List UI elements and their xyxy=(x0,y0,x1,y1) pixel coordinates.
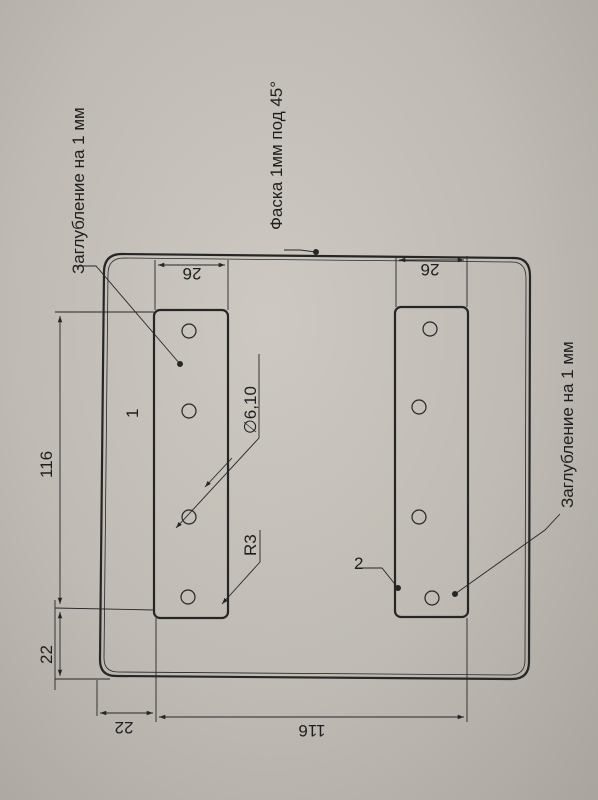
leader-recess-bottom xyxy=(454,513,561,595)
radius-label: R3 xyxy=(241,534,260,556)
hole xyxy=(180,589,196,605)
dim-22-left: 22 xyxy=(37,645,56,664)
hole xyxy=(411,509,427,525)
dim-116-left: 116 xyxy=(37,451,56,478)
dim-116-bottom: 116 xyxy=(298,721,325,740)
hole xyxy=(181,509,197,525)
leader-recess-top xyxy=(74,265,181,365)
plate-outline xyxy=(98,252,532,681)
leader-chamfer xyxy=(284,249,317,253)
hole xyxy=(411,399,427,415)
leader-radius xyxy=(221,530,261,605)
dim-26-bottom: 26 xyxy=(421,260,440,279)
slot-2 xyxy=(393,305,470,619)
hole xyxy=(422,321,438,337)
hole xyxy=(424,590,440,606)
slot-1 xyxy=(152,308,230,620)
recess-note-bottom: Заглубление на 1 мм xyxy=(558,341,577,508)
dim-22-bottom: 22 xyxy=(115,718,134,737)
hole xyxy=(181,323,197,339)
hole xyxy=(181,403,197,419)
part-number-1: 1 xyxy=(123,409,142,418)
part-number-2: 2 xyxy=(354,554,363,573)
recess-note-top: Заглубление на 1 мм xyxy=(69,107,88,274)
hole-diameter-label: ∅6,10 xyxy=(241,386,260,434)
dim-26-top: 26 xyxy=(183,264,202,283)
leader-part-2 xyxy=(356,567,399,589)
leader-diameter xyxy=(175,354,260,529)
chamfer-note: Фаска 1мм под 45° xyxy=(267,81,286,230)
